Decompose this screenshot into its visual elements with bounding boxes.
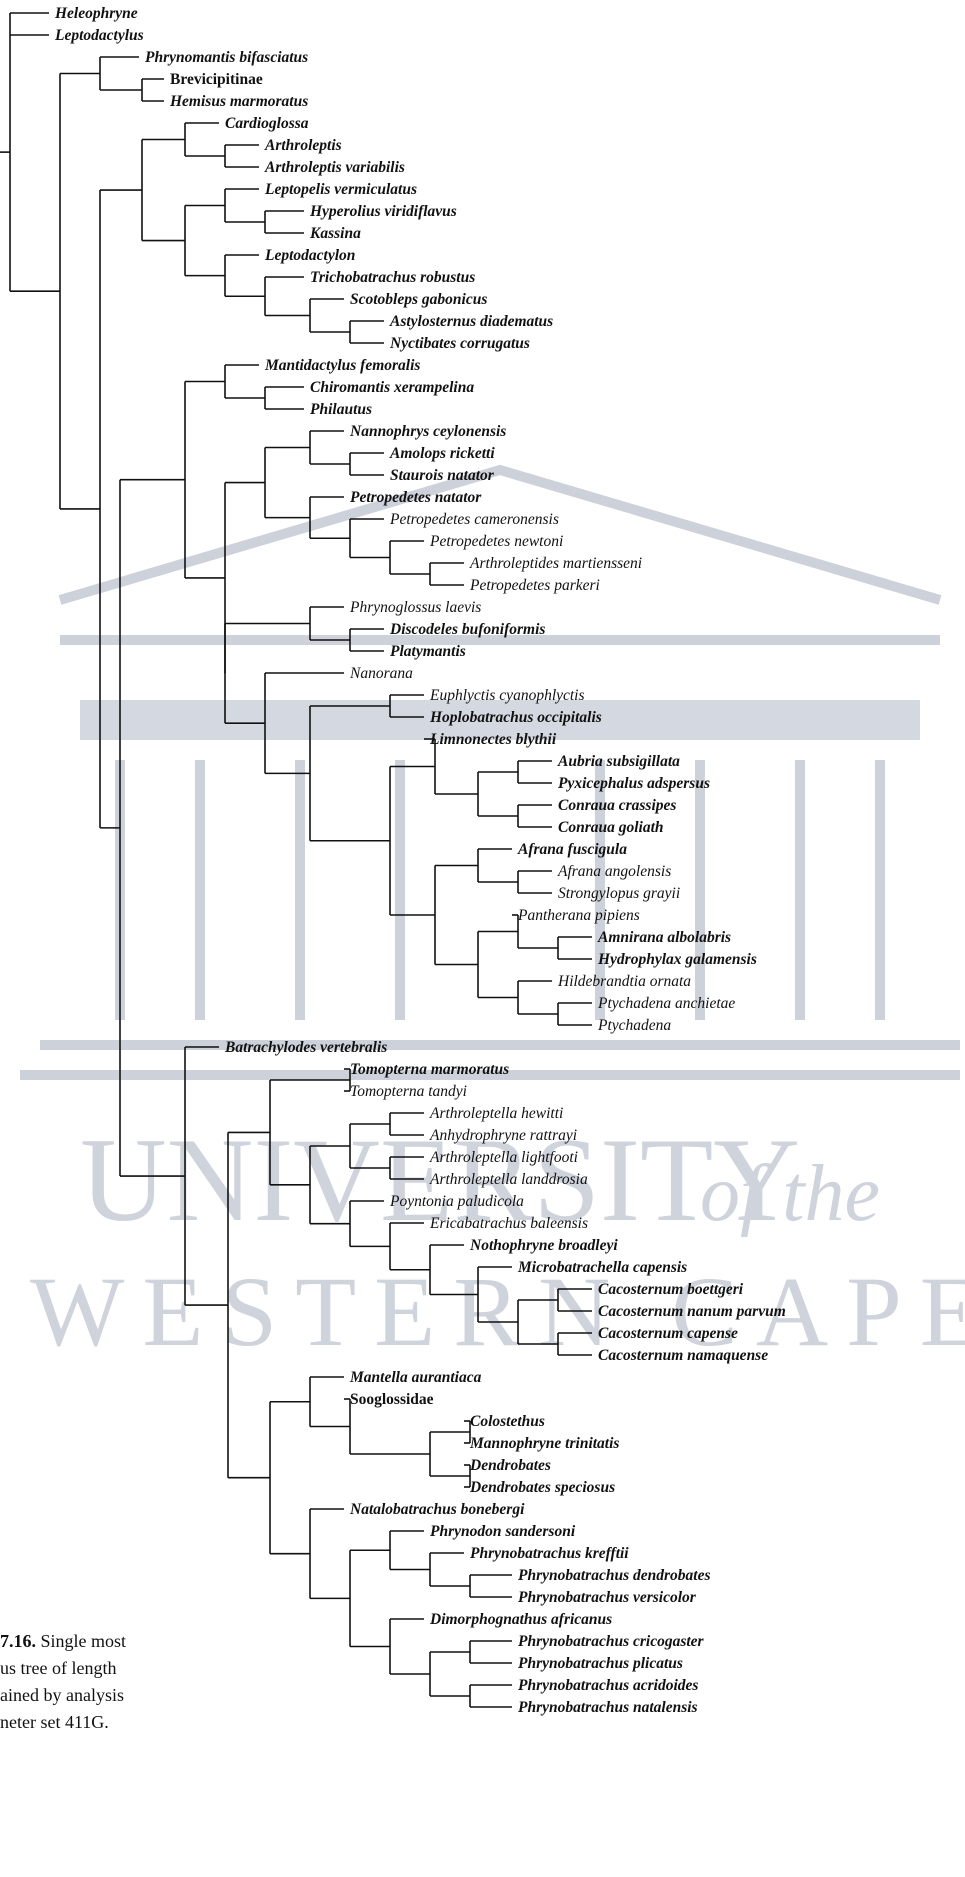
taxon-label: Leptopelis vermiculatus (264, 181, 417, 198)
taxon-label: Astylosternus diadematus (389, 313, 553, 330)
taxon-label: Arthroleptella lightfooti (429, 1149, 578, 1166)
taxon-label: Phrynobatrachus krefftii (470, 1545, 629, 1562)
taxon-label: Philautus (310, 401, 372, 418)
taxon-label: Pantherana pipiens (517, 907, 640, 924)
taxon-label: Kassina (309, 225, 361, 242)
taxon-label: Hoplobatrachus occipitalis (429, 709, 602, 726)
taxon-label: Mannophryne trinitatis (469, 1435, 619, 1452)
taxon-label: Dendrobates (469, 1457, 551, 1474)
taxon-label: Ericabatrachus baleensis (429, 1215, 588, 1232)
taxon-label: Chiromantis xerampelina (310, 379, 474, 396)
taxon-label: Phrynomantis bifasciatus (145, 49, 308, 66)
taxon-label: Phrynobatrachus versicolor (518, 1589, 697, 1606)
taxon-label: Conraua goliath (558, 819, 664, 836)
taxon-label: Hildebrandtia ornata (557, 973, 691, 990)
taxon-label: Sooglossidae (350, 1391, 434, 1408)
taxon-label: Afrana fuscigula (517, 841, 627, 858)
taxon-label: Trichobatrachus robustus (310, 269, 475, 286)
caption-line-1: 7.16. Single most (0, 1628, 250, 1655)
taxon-label: Aubria subsigillata (557, 753, 680, 770)
taxon-label: Phrynoglossus laevis (349, 599, 481, 616)
taxon-label: Leptodactylus (54, 27, 144, 44)
taxon-label: Nannophrys ceylonensis (349, 423, 506, 440)
taxon-label: Hyperolius viridiflavus (309, 203, 457, 220)
taxon-label: Afrana angolensis (557, 863, 671, 880)
taxon-label: Conraua crassipes (558, 797, 676, 814)
taxon-label: Nothophryne broadleyi (469, 1237, 618, 1254)
taxon-label: Tomopterna marmoratus (350, 1061, 509, 1078)
taxon-label: Ptychadena anchietae (597, 995, 735, 1012)
taxon-label: Petropedetes newtoni (429, 533, 563, 550)
taxon-label: Mantidactylus femoralis (264, 357, 420, 374)
taxon-label: Batrachylodes vertebralis (224, 1039, 387, 1056)
taxon-label: Leptodactylon (264, 247, 355, 264)
taxon-label: Cacosternum nanum parvum (598, 1303, 786, 1320)
taxon-label: Petropedetes cameronensis (389, 511, 559, 528)
taxon-label: Platymantis (390, 643, 466, 660)
taxon-label: Phrynobatrachus dendrobates (518, 1567, 711, 1584)
taxon-label: Phrynobatrachus natalensis (518, 1699, 698, 1716)
taxon-label: Staurois natator (390, 467, 495, 484)
taxon-label: Amolops ricketti (389, 445, 495, 462)
taxon-label: Petropedetes parkeri (469, 577, 600, 594)
taxon-label: Colostethus (470, 1413, 545, 1430)
taxon-label: Petropedetes natator (350, 489, 482, 506)
taxon-label: Amnirana albolabris (597, 929, 731, 946)
taxon-label: Heleophryne (54, 5, 138, 22)
taxon-label: Dendrobates speciosus (469, 1479, 615, 1496)
taxon-label: Euphlyctis cyanophlyctis (429, 687, 585, 704)
taxon-label: Limnonectes blythii (429, 731, 557, 748)
taxon-label: Dimorphognathus africanus (429, 1611, 612, 1628)
taxon-label: Phrynobatrachus plicatus (518, 1655, 683, 1672)
figure-label: 7.16. (0, 1631, 36, 1651)
figure-caption: 7.16. Single most us tree of length aine… (0, 1628, 250, 1736)
taxon-label: Arthroleptides martiensseni (469, 555, 642, 572)
taxon-label: Arthroleptis (264, 137, 342, 154)
taxon-label: Scotobleps gabonicus (350, 291, 487, 308)
taxon-label: Phrynobatrachus cricogaster (518, 1633, 705, 1650)
taxon-label: Discodeles bufoniformis (389, 621, 545, 638)
taxon-label: Ptychadena (597, 1017, 671, 1034)
taxon-label: Nyctibates corrugatus (389, 335, 530, 352)
taxon-label: Cacosternum namaquense (598, 1347, 768, 1364)
taxon-label: Arthroleptella landdrosia (429, 1171, 588, 1188)
taxon-label: Mantella aurantiaca (349, 1369, 482, 1386)
taxon-label: Cacosternum capense (598, 1325, 738, 1342)
taxon-label: Phrynobatrachus acridoides (518, 1677, 698, 1694)
taxon-label: Poyntonia paludicola (389, 1193, 524, 1210)
taxon-label: Cardioglossa (225, 115, 309, 132)
taxon-label: Nanorana (349, 665, 413, 682)
taxon-label: Hemisus marmoratus (169, 93, 308, 110)
taxon-label: Brevicipitinae (170, 71, 263, 88)
taxon-label: Tomopterna tandyi (350, 1083, 467, 1100)
taxon-label: Anhydrophryne rattrayi (429, 1127, 577, 1144)
taxon-label: Phrynodon sandersoni (430, 1523, 576, 1540)
caption-text-1: Single most (40, 1631, 127, 1651)
taxon-label: Hydrophylax galamensis (597, 951, 757, 968)
taxon-label: Natalobatrachus bonebergi (349, 1501, 525, 1518)
taxon-label: Pyxicephalus adspersus (558, 775, 710, 792)
caption-text-2: us tree of length (0, 1658, 117, 1678)
taxon-label: Cacosternum boettgeri (598, 1281, 744, 1298)
caption-text-3: ained by analysis (0, 1685, 124, 1705)
taxon-label: Strongylopus grayii (558, 885, 680, 902)
taxon-label: Arthroleptis variabilis (264, 159, 405, 176)
taxon-label: Microbatrachella capensis (517, 1259, 687, 1276)
tree-branches (0, 12, 592, 1708)
taxon-label: Arthroleptella hewitti (429, 1105, 563, 1122)
caption-text-4: neter set 411G. (0, 1712, 109, 1732)
